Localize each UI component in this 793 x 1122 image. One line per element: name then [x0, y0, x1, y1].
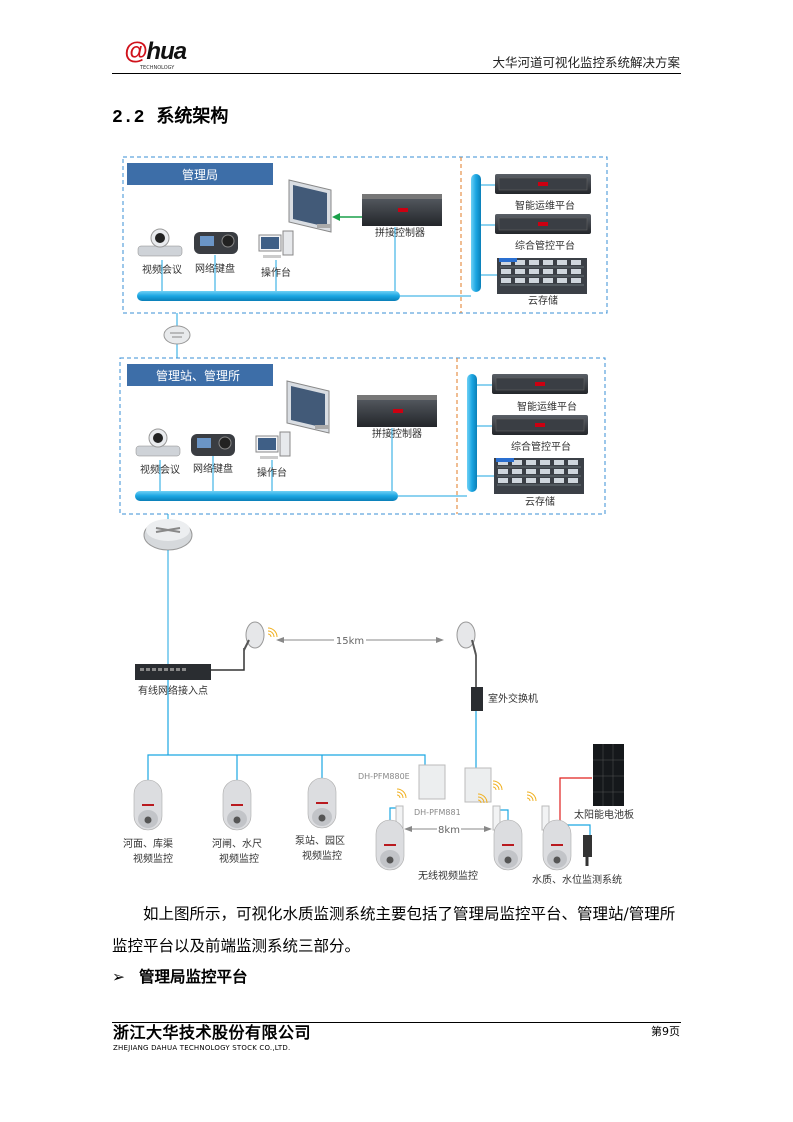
label-ap-model: DH-PFM880E [358, 772, 410, 781]
network-bus [137, 291, 400, 301]
antenna-dish-icon [243, 621, 265, 651]
access-point-icon [418, 764, 446, 800]
core-router-icon [143, 519, 193, 551]
label-cloud-storage: 云存储 [525, 495, 555, 508]
video-conference-icon [137, 228, 183, 257]
header-divider [112, 73, 681, 74]
console-pc-icon [258, 230, 294, 259]
video-wall-icon [286, 380, 330, 434]
label-video-conference: 视频会议 [140, 463, 180, 476]
network-bus [135, 491, 398, 501]
dome-camera-icon [493, 819, 523, 871]
network-keyboard-icon [193, 231, 239, 255]
label-mgmt-platform: 综合管控平台 [511, 440, 571, 453]
dome-camera-icon [222, 779, 252, 831]
camera-label-line2: 视频监控 [133, 852, 173, 865]
wireless-signal-icon [526, 791, 537, 802]
section-title: 系统架构 [156, 106, 229, 127]
video-conference-icon [135, 428, 181, 457]
outdoor-switch-icon [471, 687, 483, 711]
server-icon [491, 373, 589, 395]
splicing-controller-icon [362, 194, 442, 226]
access-point-icon [464, 767, 492, 803]
body-paragraph: 如上图所示，可视化水质监测系统主要包括了管理局监控平台、管理站/管理所监控平台以… [112, 905, 676, 955]
label-wireless-monitoring: 无线视频监控 [418, 869, 478, 882]
antenna-dish-icon [456, 621, 477, 656]
zone-label-bar [127, 364, 273, 386]
label-console: 操作台 [261, 266, 291, 279]
camera-label-line1: 泵站、园区 [295, 834, 345, 847]
water-sensor-icon [583, 835, 592, 857]
label-console: 操作台 [257, 466, 287, 479]
label-cloud-storage: 云存储 [528, 294, 558, 307]
label-network-keyboard: 网络键盘 [195, 262, 235, 275]
company-logo: @hua TECHNOLOGY [124, 38, 187, 72]
section-heading: 2.2 系统架构 [112, 106, 228, 129]
label-wired-access: 有线网络接入点 [138, 684, 208, 697]
server-icon [494, 173, 592, 195]
network-bus-vertical [471, 174, 481, 292]
dome-camera-icon [133, 779, 163, 831]
dome-camera-icon [542, 819, 572, 871]
wireless-signal-icon [267, 627, 278, 638]
solar-panel-icon [593, 744, 624, 806]
camera-label-line2: 视频监控 [219, 852, 259, 865]
cloud-storage-icon [493, 457, 585, 495]
zone-label: 管理站、管理所 [156, 368, 240, 383]
network-switch-icon [135, 664, 211, 680]
label-distance-15km: 15km [336, 636, 364, 647]
label-ops-platform: 智能运维平台 [515, 199, 575, 212]
front-end-network: 有线网络接入点 15km 室外交换机 河面、库渠 视频监控 河闸、水尺 [123, 550, 634, 886]
wireless-signal-icon [492, 780, 503, 791]
bullet-heading: ➢ 管理局监控平台 [112, 968, 248, 987]
label-splicing-controller: 拼接控制器 [372, 427, 422, 440]
server-icon [491, 414, 589, 436]
zone-management-bureau: 管理局 视频会议 网络键盘 操作台 拼接控制器 智能运维平台 综合管控平台 云存… [122, 156, 608, 314]
header-title: 大华河道可视化监控系统解决方案 [492, 55, 680, 70]
label-distance-8km: 8km [438, 825, 460, 836]
network-keyboard-icon [190, 433, 236, 457]
zone-label-bar [127, 163, 273, 185]
network-bus-vertical [467, 374, 477, 492]
bullet-text: 管理局监控平台 [139, 968, 248, 986]
label-bridge-model: DH-PFM881 [414, 808, 461, 817]
console-pc-icon [255, 431, 291, 460]
dome-camera-icon [307, 777, 337, 829]
wireless-signal-icon [396, 788, 407, 799]
label-splicing-controller: 拼接控制器 [375, 226, 425, 239]
section-number: 2.2 [112, 108, 145, 128]
camera-label-line1: 河闸、水尺 [212, 837, 262, 850]
footer-company-name-en: ZHEJIANG DAHUA TECHNOLOGY STOCK CO.,LTD. [113, 1044, 291, 1052]
label-network-keyboard: 网络键盘 [193, 462, 233, 475]
footer-company-name: 浙江大华技术股份有限公司 [113, 1023, 312, 1042]
footer-divider [112, 1022, 681, 1023]
power-cable [559, 777, 592, 825]
label-water-monitoring: 水质、水位监测系统 [532, 873, 622, 886]
bullet-arrow-icon: ➢ [112, 968, 125, 986]
router-icon [163, 325, 191, 345]
camera-label-line1: 河面、库渠 [123, 837, 173, 850]
label-video-conference: 视频会议 [142, 263, 182, 276]
zone-management-station: 管理站、管理所 视频会议 网络键盘 操作台 拼接控制器 智能运维平台 综合管控平… [119, 357, 606, 515]
video-wall-icon [288, 179, 332, 233]
label-solar-panel: 太阳能电池板 [574, 808, 634, 821]
camera-label-line2: 视频监控 [302, 849, 342, 862]
dome-camera-icon [375, 819, 405, 871]
splicing-controller-icon [357, 395, 437, 427]
label-outdoor-switch: 室外交换机 [488, 692, 538, 705]
zone-label: 管理局 [182, 167, 218, 182]
page-number: 第9页 [651, 1025, 680, 1038]
arrow-icon [332, 213, 340, 221]
server-icon [494, 213, 592, 235]
label-mgmt-platform: 综合管控平台 [515, 239, 575, 252]
cloud-storage-icon [496, 257, 588, 295]
label-ops-platform: 智能运维平台 [517, 400, 577, 413]
